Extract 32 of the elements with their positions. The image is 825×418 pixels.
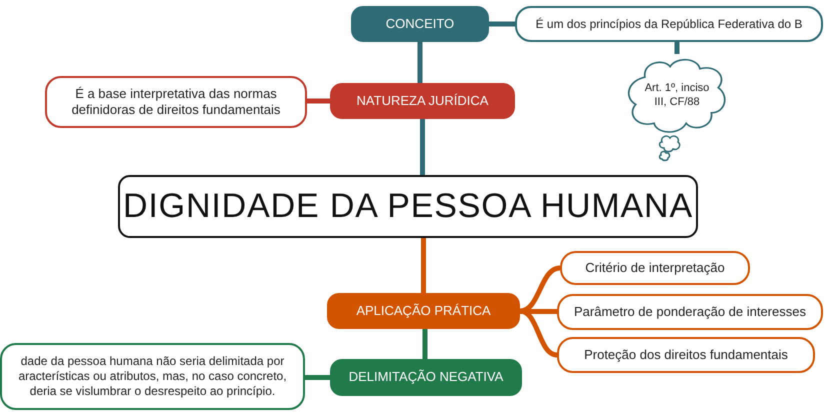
connector-line [307, 98, 330, 104]
node-text: NATUREZA JURÍDICA [356, 92, 488, 110]
subtopic-box [557, 294, 823, 330]
node-text: DELIMITAÇÃO NEGATIVA [348, 369, 504, 386]
central-topic-box [118, 175, 698, 238]
node-text: Art. 1º, inciso III, CF/88 [644, 82, 710, 108]
node-text: dade da pessoa humana não seria delimitada por aracterísticas ou atributos, mas, no caso concreto, deria se vislumbrar o desrespeito ao princípio. [17, 354, 288, 399]
node-text: CONCEITO [386, 16, 454, 32]
branch-topic [327, 293, 520, 329]
node-text: Parâmetro de ponderação de interesses [574, 304, 806, 320]
node-text: Critério de interpretação [585, 260, 725, 276]
node-text: É a base interpretativa das normas definidoras de direitos fundamentais [70, 86, 282, 118]
connector-line [674, 42, 680, 54]
connector-line [422, 329, 428, 359]
branch-topic [351, 6, 489, 42]
node-text: APLICAÇÃO PRÁTICA [356, 302, 491, 320]
connector-line [421, 238, 426, 293]
note-box [0, 343, 305, 410]
subtopic-box [557, 337, 815, 373]
branch-topic [330, 359, 522, 396]
connector-line [489, 22, 515, 26]
central-topic-text: DIGNIDADE DA PESSOA HUMANA [122, 186, 693, 228]
subtopic-box [560, 251, 750, 285]
connector-line [305, 375, 330, 380]
connector-line [520, 309, 557, 314]
node-text: Proteção dos direitos fundamentais [584, 346, 788, 364]
node-text: É um dos princípios da República Federativa do B [536, 16, 802, 32]
connector-line [418, 42, 422, 83]
connector-line [420, 119, 425, 175]
branch-topic [330, 83, 515, 119]
note-box [45, 76, 307, 128]
note-box [515, 6, 823, 42]
